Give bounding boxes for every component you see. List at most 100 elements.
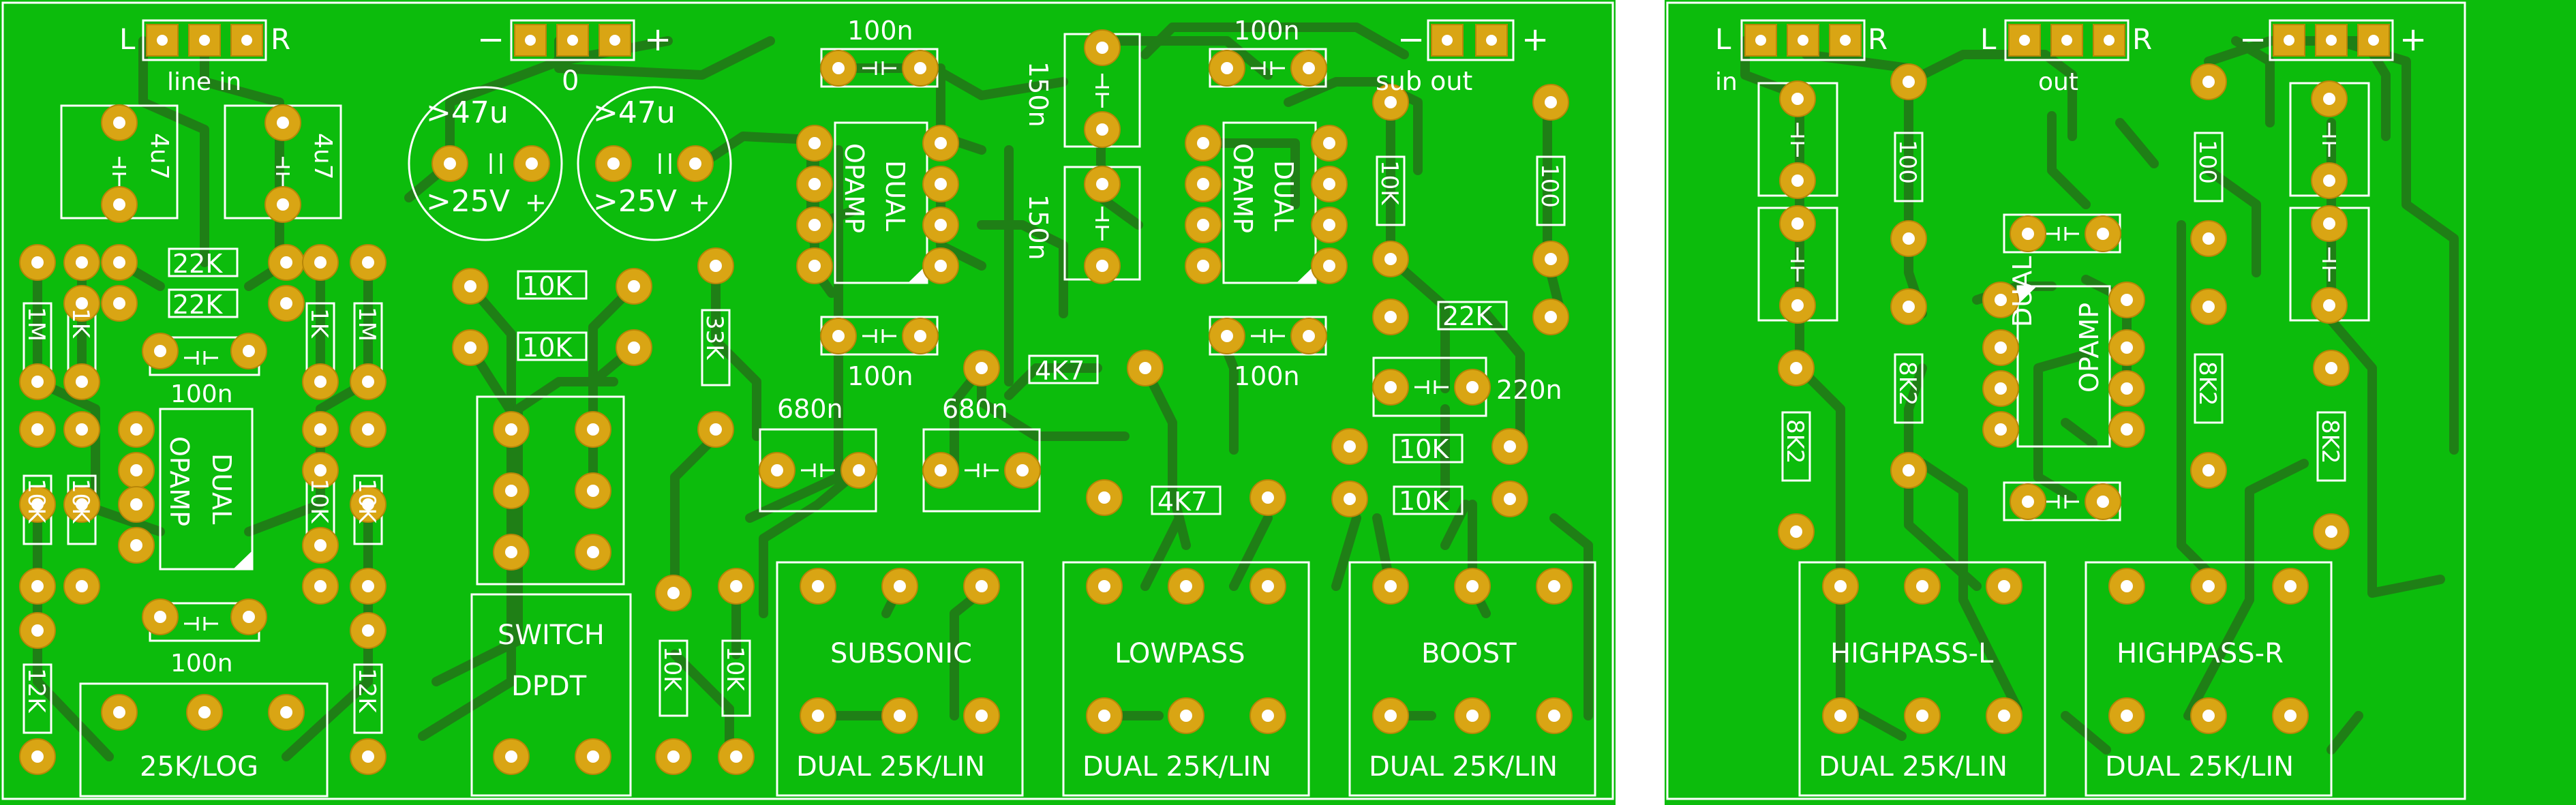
drill-hole — [362, 580, 374, 592]
drill-hole — [587, 546, 599, 558]
drill-hole — [812, 710, 824, 722]
drill-hole — [31, 256, 44, 269]
drill-hole — [2202, 580, 2215, 592]
drill-hole — [894, 710, 906, 722]
drill-hole — [1139, 362, 1151, 374]
drill-hole — [130, 464, 142, 476]
drill-hole — [1384, 710, 1397, 722]
opamp-d-line2: OPAMP — [2074, 303, 2104, 393]
drill-hole — [2121, 382, 2133, 395]
cap-680n-a-label: 680n — [777, 394, 843, 424]
res-1m-a-label: 1M — [22, 307, 50, 341]
res-10k-j-label: 10K — [1399, 434, 1449, 464]
silkscreen-text: L R line in − + 0 − + sub out 4u7 4u7 >4… — [22, 16, 2427, 783]
drill-hole — [1197, 219, 1209, 231]
drill-hole — [243, 611, 255, 623]
opamp-a-line1: DUAL — [207, 453, 237, 524]
sub-out-plus-label: + — [1521, 20, 1549, 59]
pot-subsonic-value: DUAL 25K/LIN — [796, 751, 985, 783]
pot-hpl-name: HIGHPASS-L — [1830, 638, 1994, 669]
drill-hole — [1995, 341, 2007, 354]
drill-hole — [362, 750, 374, 763]
drill-hole — [607, 157, 620, 170]
drill-hole — [1903, 464, 1915, 476]
drill-hole — [76, 256, 88, 269]
drill-hole — [1323, 137, 1335, 149]
header-pads — [146, 24, 2390, 57]
res-10k-f-label: 10K — [522, 333, 573, 363]
drill-hole — [1323, 178, 1335, 190]
line-in-l-label: L — [119, 22, 136, 56]
res-10k-e-label: 10K — [522, 271, 573, 301]
drill-hole — [2323, 217, 2335, 230]
drill-hole — [2202, 301, 2215, 313]
res-4k7-a-label: 4K7 — [1035, 356, 1085, 386]
drill-hole — [1384, 381, 1397, 393]
drill-hole — [1903, 301, 1915, 313]
drill-hole — [1098, 580, 1110, 592]
drill-hole — [914, 330, 926, 342]
drill-hole — [505, 750, 517, 763]
drill-hole — [730, 580, 742, 592]
drill-hole — [1791, 174, 1804, 187]
drill-hole — [2323, 93, 2335, 105]
drill-hole — [2121, 580, 2133, 592]
drill-hole — [832, 62, 845, 74]
drill-hole — [914, 62, 926, 74]
round-pads — [19, 29, 2350, 775]
drill-hole — [505, 485, 517, 497]
drill-hole — [280, 706, 292, 718]
drill-hole — [1916, 710, 1928, 722]
cap-220n-label: 220n — [1496, 375, 1562, 405]
drill-hole — [1384, 253, 1397, 265]
out-r-label: R — [2132, 22, 2152, 56]
drill-hole — [526, 157, 538, 170]
drill-hole — [1180, 710, 1192, 722]
drill-hole — [2325, 526, 2337, 538]
res-10k-i-label: 10K — [1376, 160, 1403, 206]
cap-680n-b-label: 680n — [942, 394, 1008, 424]
drill-hole — [1545, 96, 1557, 108]
res-8k2-a-label: 8K2 — [1894, 361, 1921, 406]
drill-hole — [280, 297, 292, 309]
drill-hole — [31, 498, 44, 511]
drill-hole — [1834, 580, 1847, 592]
res-10k-a-label: 10K — [22, 479, 50, 524]
drill-hole — [113, 297, 125, 309]
drill-hole — [935, 219, 947, 231]
elcap-a-plus-label: + — [525, 187, 547, 217]
res-10k-b-label: 10K — [67, 479, 94, 524]
drill-hole — [667, 587, 680, 599]
drill-hole — [628, 280, 640, 292]
drill-hole — [1384, 96, 1397, 108]
drill-hole — [1344, 493, 1356, 505]
cap-100n-a-label: 100n — [170, 380, 233, 408]
drill-hole — [1096, 178, 1108, 190]
res-1k-a-label: 1K — [67, 308, 94, 339]
drill-hole — [1834, 710, 1847, 722]
drill-hole — [1262, 580, 1274, 592]
pot-boost-name: BOOST — [1421, 638, 1517, 669]
in-l-label: L — [1715, 22, 1731, 56]
in-r-label: R — [1868, 22, 1888, 56]
drill-hole — [314, 256, 327, 269]
drill-hole — [587, 750, 599, 763]
drill-hole — [808, 178, 821, 190]
pot-lowpass-name: LOWPASS — [1115, 638, 1245, 669]
drill-hole — [808, 137, 821, 149]
drill-hole — [1344, 440, 1356, 453]
drill-hole — [1998, 580, 2010, 592]
drill-hole — [277, 198, 289, 211]
cap-150n-b-label: 150n — [1023, 194, 1053, 260]
drill-hole — [444, 157, 456, 170]
drill-hole — [113, 706, 125, 718]
drill-hole — [198, 706, 211, 718]
drill-hole — [2121, 341, 2133, 354]
drill-hole — [314, 423, 327, 436]
drill-hole — [1384, 580, 1397, 592]
drill-hole — [975, 580, 988, 592]
pot-hpr-value: DUAL 25K/LIN — [2105, 751, 2294, 783]
drill-hole — [1323, 219, 1335, 231]
drill-hole — [587, 485, 599, 497]
